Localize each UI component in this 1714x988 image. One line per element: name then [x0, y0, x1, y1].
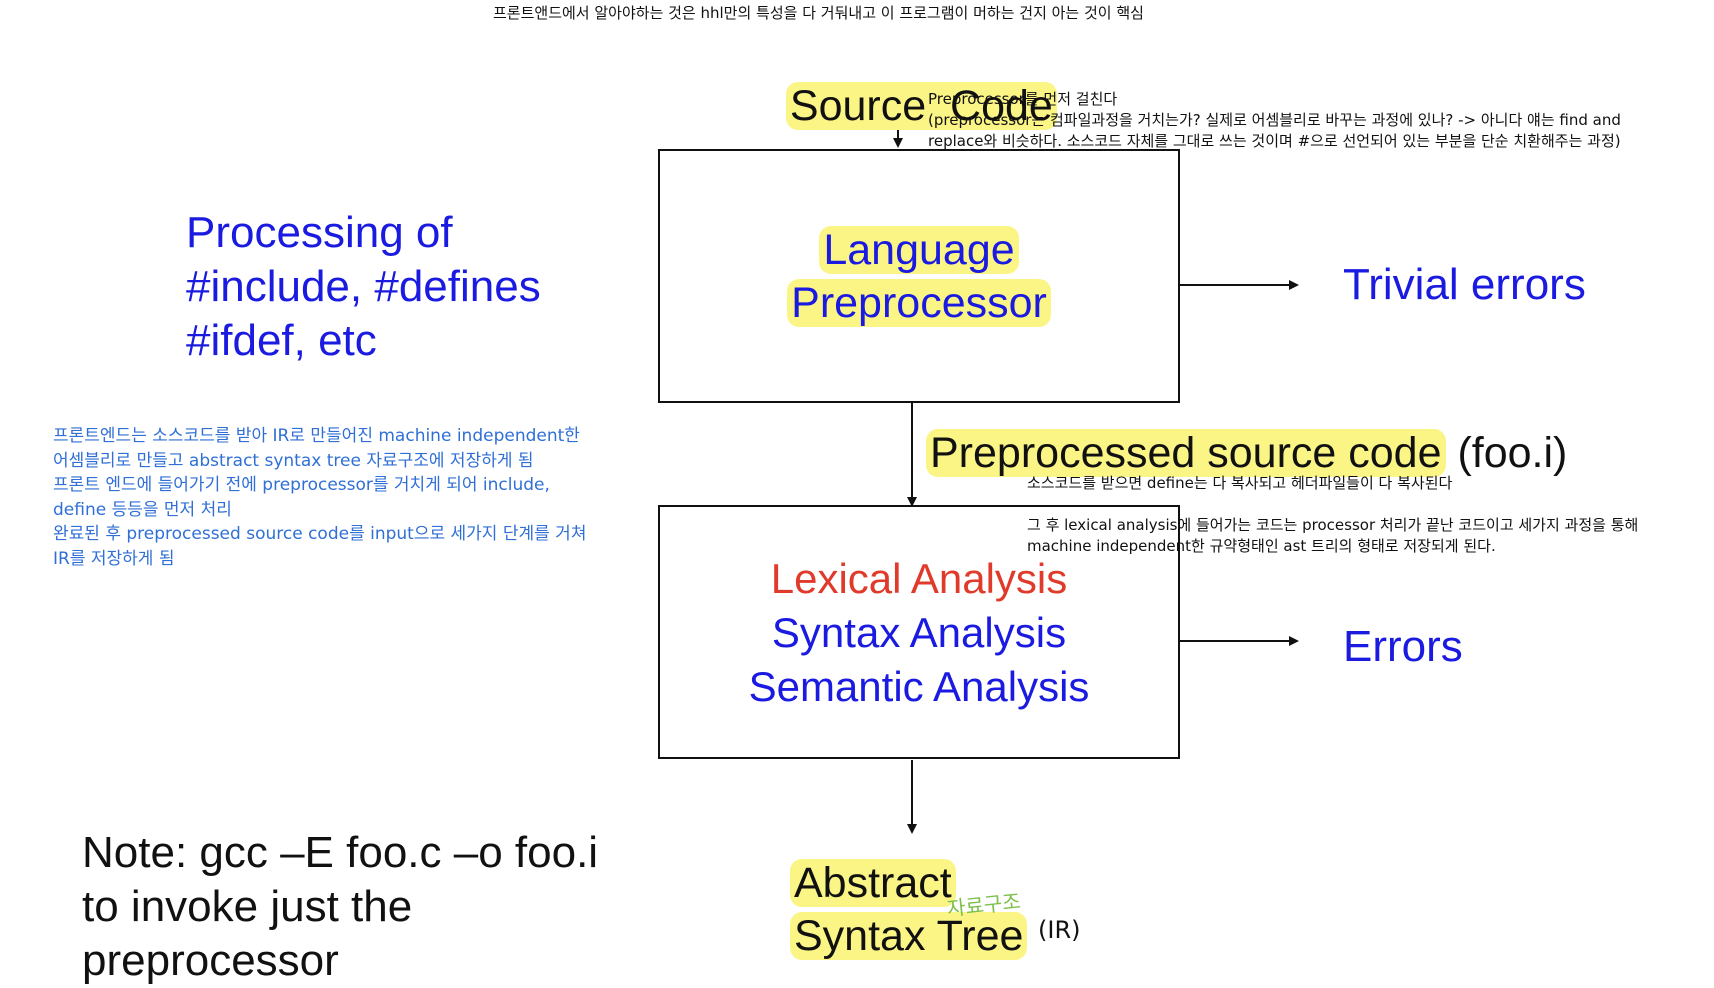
frontend-note-line: 프론트 엔드에 들어가기 전에 preprocessor를 거치게 되어 inc… [53, 475, 550, 495]
top-note: 프론트앤드에서 알아야하는 것은 hhl만의 특성을 다 거둬내고 이 프로그램… [493, 4, 1144, 22]
gcc-note: Note: gcc –E foo.c –o foo.i to invoke ju… [82, 826, 598, 988]
lexical-analysis-text: Lexical Analysis [770, 555, 1068, 602]
preprocessed-source-text: Preprocessed source code [926, 429, 1446, 477]
processing-of-label: Processing of #include, #defines #ifdef,… [186, 206, 541, 368]
source-code-text: Source Code [785, 82, 1057, 130]
processing-of-line: Processing of [186, 208, 453, 257]
ir-tag: (IR) [1038, 916, 1081, 944]
frontend-note-line: define 등등을 먼저 처리 [53, 499, 232, 520]
preprocessor-note: Preprocessor를 먼저 걸친다 (preprocessor는 컴파일과… [928, 89, 1621, 152]
frontend-note-line: 프론트엔드는 소스코드를 받아 IR로 만들어진 machine indepen… [53, 426, 580, 446]
source-code-label: Source Code [762, 25, 1057, 133]
syntax-tree-text: Syntax Tree [790, 912, 1028, 960]
define-note: 소스코드를 받으면 define는 다 복사되고 헤더파일들이 다 복사된다 [1027, 474, 1453, 492]
language-text: Language [819, 226, 1019, 274]
frontend-note-line: IR를 저장하게 됨 [53, 548, 175, 569]
gcc-note-line: to invoke just the [82, 882, 413, 931]
ast-label: Abstract Syntax Tree [790, 857, 1028, 963]
frontend-note-line: 어셈블리로 만들고 abstract syntax tree 자료구조에 저장하… [53, 450, 534, 471]
preprocessor-note-line: (preprocessor는 컴파일과정을 거치는가? 실제로 어셈블리로 바꾸… [928, 111, 1621, 129]
analysis-box [658, 505, 1180, 759]
preprocessor-box-label: Language Preprocessor [658, 224, 1180, 330]
syntax-analysis-text: Syntax Analysis [771, 609, 1067, 656]
processing-of-line: #ifdef, etc [186, 316, 377, 365]
frontend-note-line: 완료된 후 preprocessed source code를 input으로 … [53, 524, 587, 544]
gcc-note-line: Note: gcc –E foo.c –o foo.i [82, 828, 599, 877]
lexical-note-line: machine independent한 규약형태인 ast 트리의 형태로 저… [1027, 537, 1496, 555]
errors-label: Errors [1343, 622, 1463, 671]
preprocessor-note-line: replace와 비슷하다. 소스코드 자체를 그대로 쓰는 것이며 #으로 선… [928, 132, 1621, 150]
analysis-box-label: Lexical Analysis Syntax Analysis Semanti… [658, 552, 1180, 714]
gcc-note-line: preprocessor [82, 936, 339, 985]
processing-of-line: #include, #defines [186, 262, 541, 311]
preprocessed-source-label: Preprocessed source code (foo.i) [926, 426, 1567, 480]
frontend-note: 프론트엔드는 소스코드를 받아 IR로 만들어진 machine indepen… [53, 424, 586, 571]
preprocessor-note-line: Preprocessor를 먼저 걸친다 [928, 90, 1118, 108]
foo-i-text: (foo.i) [1445, 429, 1568, 477]
preprocessor-text: Preprocessor [787, 279, 1051, 327]
abstract-text: Abstract [790, 859, 956, 907]
semantic-analysis-text: Semantic Analysis [748, 663, 1090, 710]
preprocessor-box [658, 149, 1180, 403]
trivial-errors-label: Trivial errors [1343, 260, 1586, 309]
